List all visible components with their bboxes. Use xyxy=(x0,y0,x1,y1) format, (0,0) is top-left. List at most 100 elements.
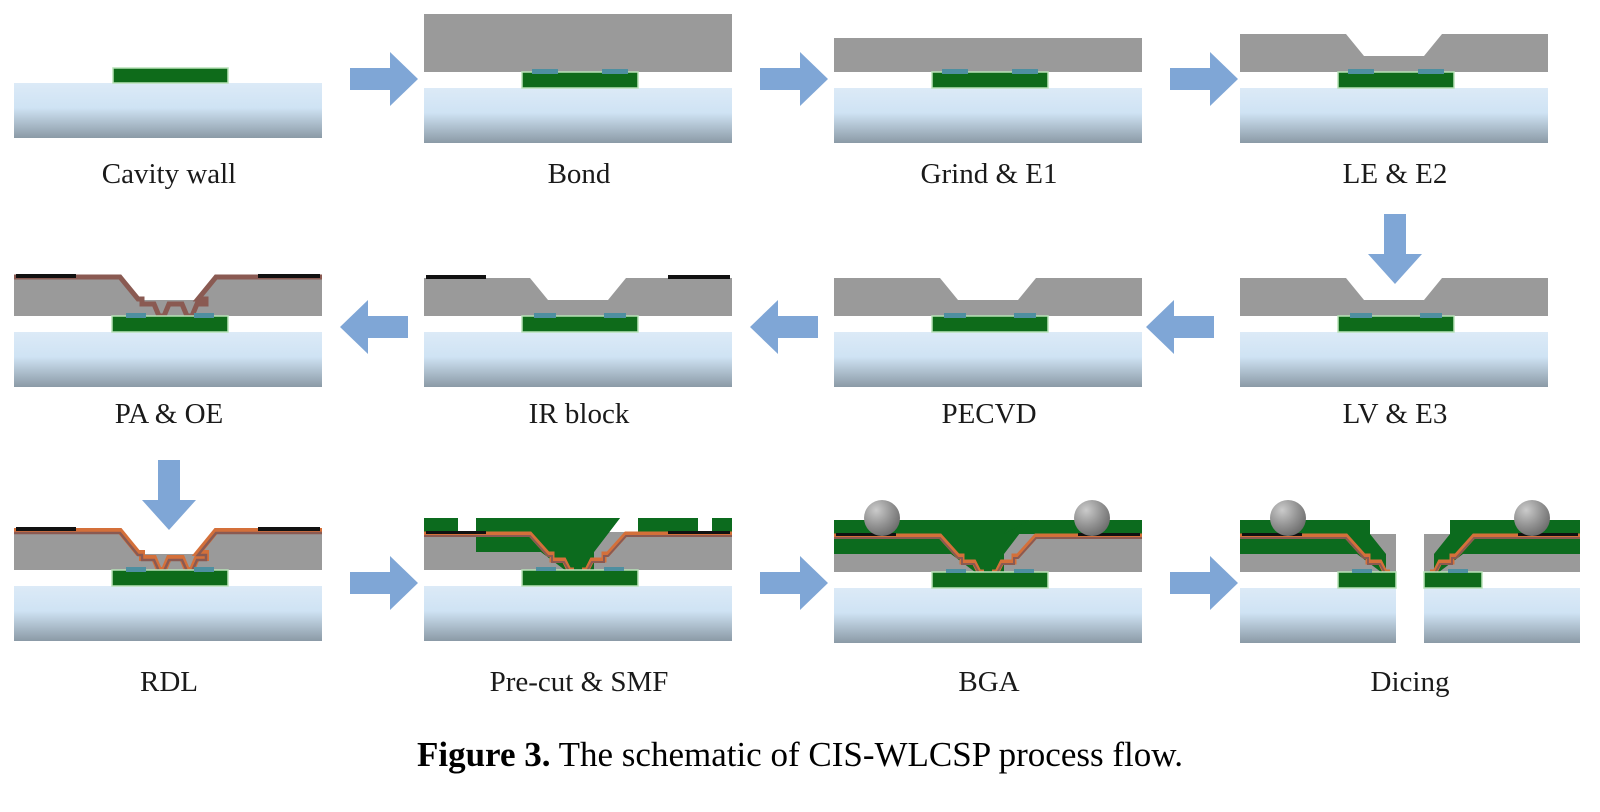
carrier-glass xyxy=(424,14,732,72)
arrow-right-icon xyxy=(760,556,828,610)
carrier-glass-recessed xyxy=(14,278,322,316)
bond-pad-right xyxy=(194,567,214,572)
carrier-glass-recessed xyxy=(1240,34,1548,72)
ir-block-film-left xyxy=(836,533,896,536)
step-diagram-bond xyxy=(424,14,734,150)
carrier-glass-recessed xyxy=(1240,278,1548,316)
arrow-right-icon xyxy=(350,556,418,610)
ir-block-film-right xyxy=(258,527,320,531)
rdl-metal-layer xyxy=(14,528,322,573)
silicon-substrate xyxy=(424,332,732,387)
arrow-left-icon xyxy=(750,300,818,354)
cavity-wall-dam xyxy=(521,569,639,587)
silicon-substrate xyxy=(834,88,1142,143)
bond-pad-right xyxy=(1014,313,1036,318)
step-label-dicing: Dicing xyxy=(1370,666,1450,698)
passivation-layer xyxy=(14,531,322,573)
bond-pad-left xyxy=(942,69,968,74)
cavity-wall-dam xyxy=(931,71,1049,89)
arrow-cavity-to-bond xyxy=(348,48,420,115)
silicon-substrate xyxy=(14,586,322,641)
arrow-right-icon xyxy=(350,52,418,106)
step-diagram-pre-cut-smf xyxy=(424,512,734,648)
bond-pad-left xyxy=(126,567,146,572)
arrow-left-icon xyxy=(1146,300,1214,354)
cavity-wall-dam xyxy=(521,71,639,89)
step-label-pre-cut-smf: Pre-cut & SMF xyxy=(489,666,669,698)
step-label-bga: BGA xyxy=(958,666,1020,698)
figure-caption-text: The schematic of CIS-WLCSP process flow. xyxy=(558,735,1183,774)
bond-pad-right xyxy=(604,313,626,318)
step-diagram-lv-e3 xyxy=(1240,272,1550,394)
via-pillar-left xyxy=(552,304,569,316)
step-label-bond: Bond xyxy=(547,158,611,190)
passivation-layer xyxy=(14,274,322,319)
via-pillar-mid xyxy=(984,304,1007,316)
ir-block-film-right xyxy=(668,531,730,534)
cavity-wall-dam xyxy=(1337,71,1455,89)
bond-pad-left xyxy=(946,569,966,573)
via-pillar-mid xyxy=(574,304,597,316)
arrow-grind-to-le xyxy=(1168,48,1240,115)
ir-block-film-right xyxy=(258,274,320,278)
solder-ball-right xyxy=(1074,500,1110,536)
arrow-right-icon xyxy=(1170,556,1238,610)
ir-block-film-right xyxy=(668,275,730,279)
arrow-ir-to-pa xyxy=(338,296,410,363)
arrow-left-icon xyxy=(340,300,408,354)
via-pillar-mid xyxy=(1390,304,1413,316)
cavity-wall-dam xyxy=(1337,571,1397,589)
arrow-bga-to-dicing xyxy=(1168,552,1240,619)
step-diagram-grind-e1 xyxy=(834,38,1144,150)
arrow-lv-to-pecvd xyxy=(1144,296,1216,363)
step-label-pecvd: PECVD xyxy=(941,398,1037,430)
diced-unit-left xyxy=(1240,500,1397,643)
cavity-wall-dam xyxy=(112,67,229,84)
step-diagram-le-e2 xyxy=(1240,28,1550,150)
step-label-ir-block: IR block xyxy=(528,398,630,430)
bond-pad-right xyxy=(1418,69,1444,74)
step-label-le-e2: LE & E2 xyxy=(1342,158,1448,190)
step-diagram-pa-oe xyxy=(14,272,324,394)
carrier-glass-recessed xyxy=(14,532,322,570)
bond-pad-right xyxy=(1012,69,1038,74)
solder-ball-left xyxy=(1270,500,1306,536)
silicon-substrate xyxy=(1240,332,1548,387)
carrier-glass xyxy=(834,38,1142,72)
ir-block-film-left xyxy=(16,527,76,531)
step-diagram-ir-block xyxy=(424,272,734,394)
step-diagram-bga xyxy=(834,500,1144,650)
step-label-pa-oe: PA & OE xyxy=(114,398,224,430)
solder-ball-left xyxy=(864,500,900,536)
bond-pad-left xyxy=(536,567,556,571)
step-diagram-cavity-wall xyxy=(14,50,324,150)
step-diagram-rdl xyxy=(14,526,324,648)
cavity-wall-dam xyxy=(111,315,229,333)
silicon-substrate xyxy=(14,83,322,138)
arrow-pecvd-to-ir xyxy=(748,296,820,363)
silicon-substrate xyxy=(14,332,322,387)
silicon-substrate xyxy=(1240,588,1396,643)
step-diagram-dicing xyxy=(1240,500,1580,650)
bond-pad-left xyxy=(532,69,558,74)
silicon-substrate xyxy=(834,588,1142,643)
arrow-right-icon xyxy=(760,52,828,106)
step-diagram-pecvd xyxy=(834,272,1144,394)
arrow-precut-to-bga xyxy=(758,552,830,619)
bond-pad-left xyxy=(534,313,556,318)
silicon-substrate xyxy=(424,88,732,143)
step-label-cavity-wall: Cavity wall xyxy=(101,158,237,190)
ir-block-film-left xyxy=(426,275,486,279)
arrow-down-icon xyxy=(1368,214,1422,284)
cavity-wall-dam xyxy=(931,571,1049,589)
ir-block-film-left xyxy=(426,531,486,534)
diced-unit-right xyxy=(1423,500,1580,643)
figure-caption: Figure 3. The schematic of CIS-WLCSP pro… xyxy=(0,735,1600,775)
silicon-substrate xyxy=(424,586,732,641)
solder-ball-right xyxy=(1514,500,1550,536)
cavity-wall-dam xyxy=(1337,315,1455,333)
figure-caption-label: Figure 3. xyxy=(416,735,551,774)
cavity-wall-dam xyxy=(111,569,229,587)
solder-mask-sidewall-right xyxy=(579,518,620,552)
